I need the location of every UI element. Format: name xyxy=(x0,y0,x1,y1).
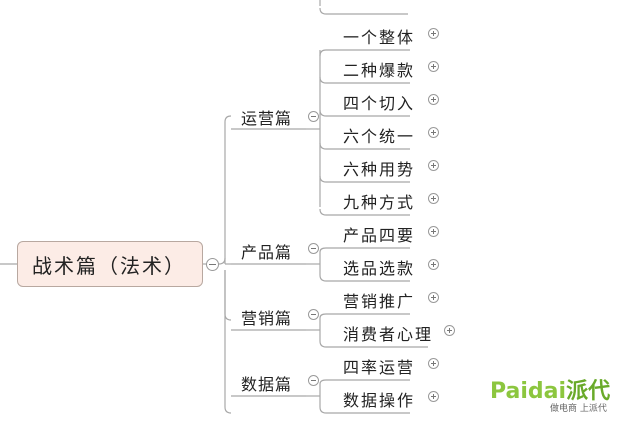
expand-icon[interactable] xyxy=(428,358,439,369)
watermark-brand-cn: 派代 xyxy=(566,379,611,404)
root-collapse-icon[interactable] xyxy=(206,258,219,271)
collapse-icon[interactable] xyxy=(308,309,319,320)
root-node[interactable]: 战术篇（法术） xyxy=(17,241,203,287)
category-label-product: 产品篇 xyxy=(241,243,293,262)
leaf-label: 产品四要 xyxy=(343,226,416,245)
expand-icon[interactable] xyxy=(444,325,455,336)
collapse-icon[interactable] xyxy=(308,111,319,122)
expand-icon[interactable] xyxy=(428,391,439,402)
expand-icon[interactable] xyxy=(428,226,439,237)
category-label-data: 数据篇 xyxy=(241,375,293,394)
collapse-icon[interactable] xyxy=(308,375,319,386)
paidai-watermark-logo: Paidai派代 做电商 上派代 xyxy=(490,373,615,417)
expand-icon[interactable] xyxy=(428,61,439,72)
leaf-label: 六个统一 xyxy=(343,127,416,146)
leaf-label: 二种爆款 xyxy=(343,61,416,80)
expand-icon[interactable] xyxy=(428,259,439,270)
leaf-label: 选品选款 xyxy=(343,259,416,278)
category-label-operations: 运营篇 xyxy=(241,109,293,128)
leaf-label: 消费者心理 xyxy=(343,325,434,344)
leaf-label: 六种用势 xyxy=(343,160,416,179)
expand-icon[interactable] xyxy=(428,292,439,303)
expand-icon[interactable] xyxy=(428,94,439,105)
category-label-marketing: 营销篇 xyxy=(241,309,293,328)
leaf-label: 九种方式 xyxy=(343,193,416,212)
leaf-label: 四个切入 xyxy=(343,94,416,113)
leaf-label: 数据操作 xyxy=(343,391,416,410)
leaf-label: 四率运营 xyxy=(343,358,416,377)
expand-icon[interactable] xyxy=(428,127,439,138)
expand-icon[interactable] xyxy=(428,28,439,39)
expand-icon[interactable] xyxy=(428,160,439,171)
leaf-label: 营销推广 xyxy=(343,292,416,311)
root-label: 战术篇（法术） xyxy=(32,253,186,278)
collapse-icon[interactable] xyxy=(308,243,319,254)
watermark-brand: Paidai xyxy=(490,379,567,404)
watermark-slogan: 做电商 上派代 xyxy=(550,404,607,414)
expand-icon[interactable] xyxy=(428,193,439,204)
leaf-label: 一个整体 xyxy=(343,28,416,47)
